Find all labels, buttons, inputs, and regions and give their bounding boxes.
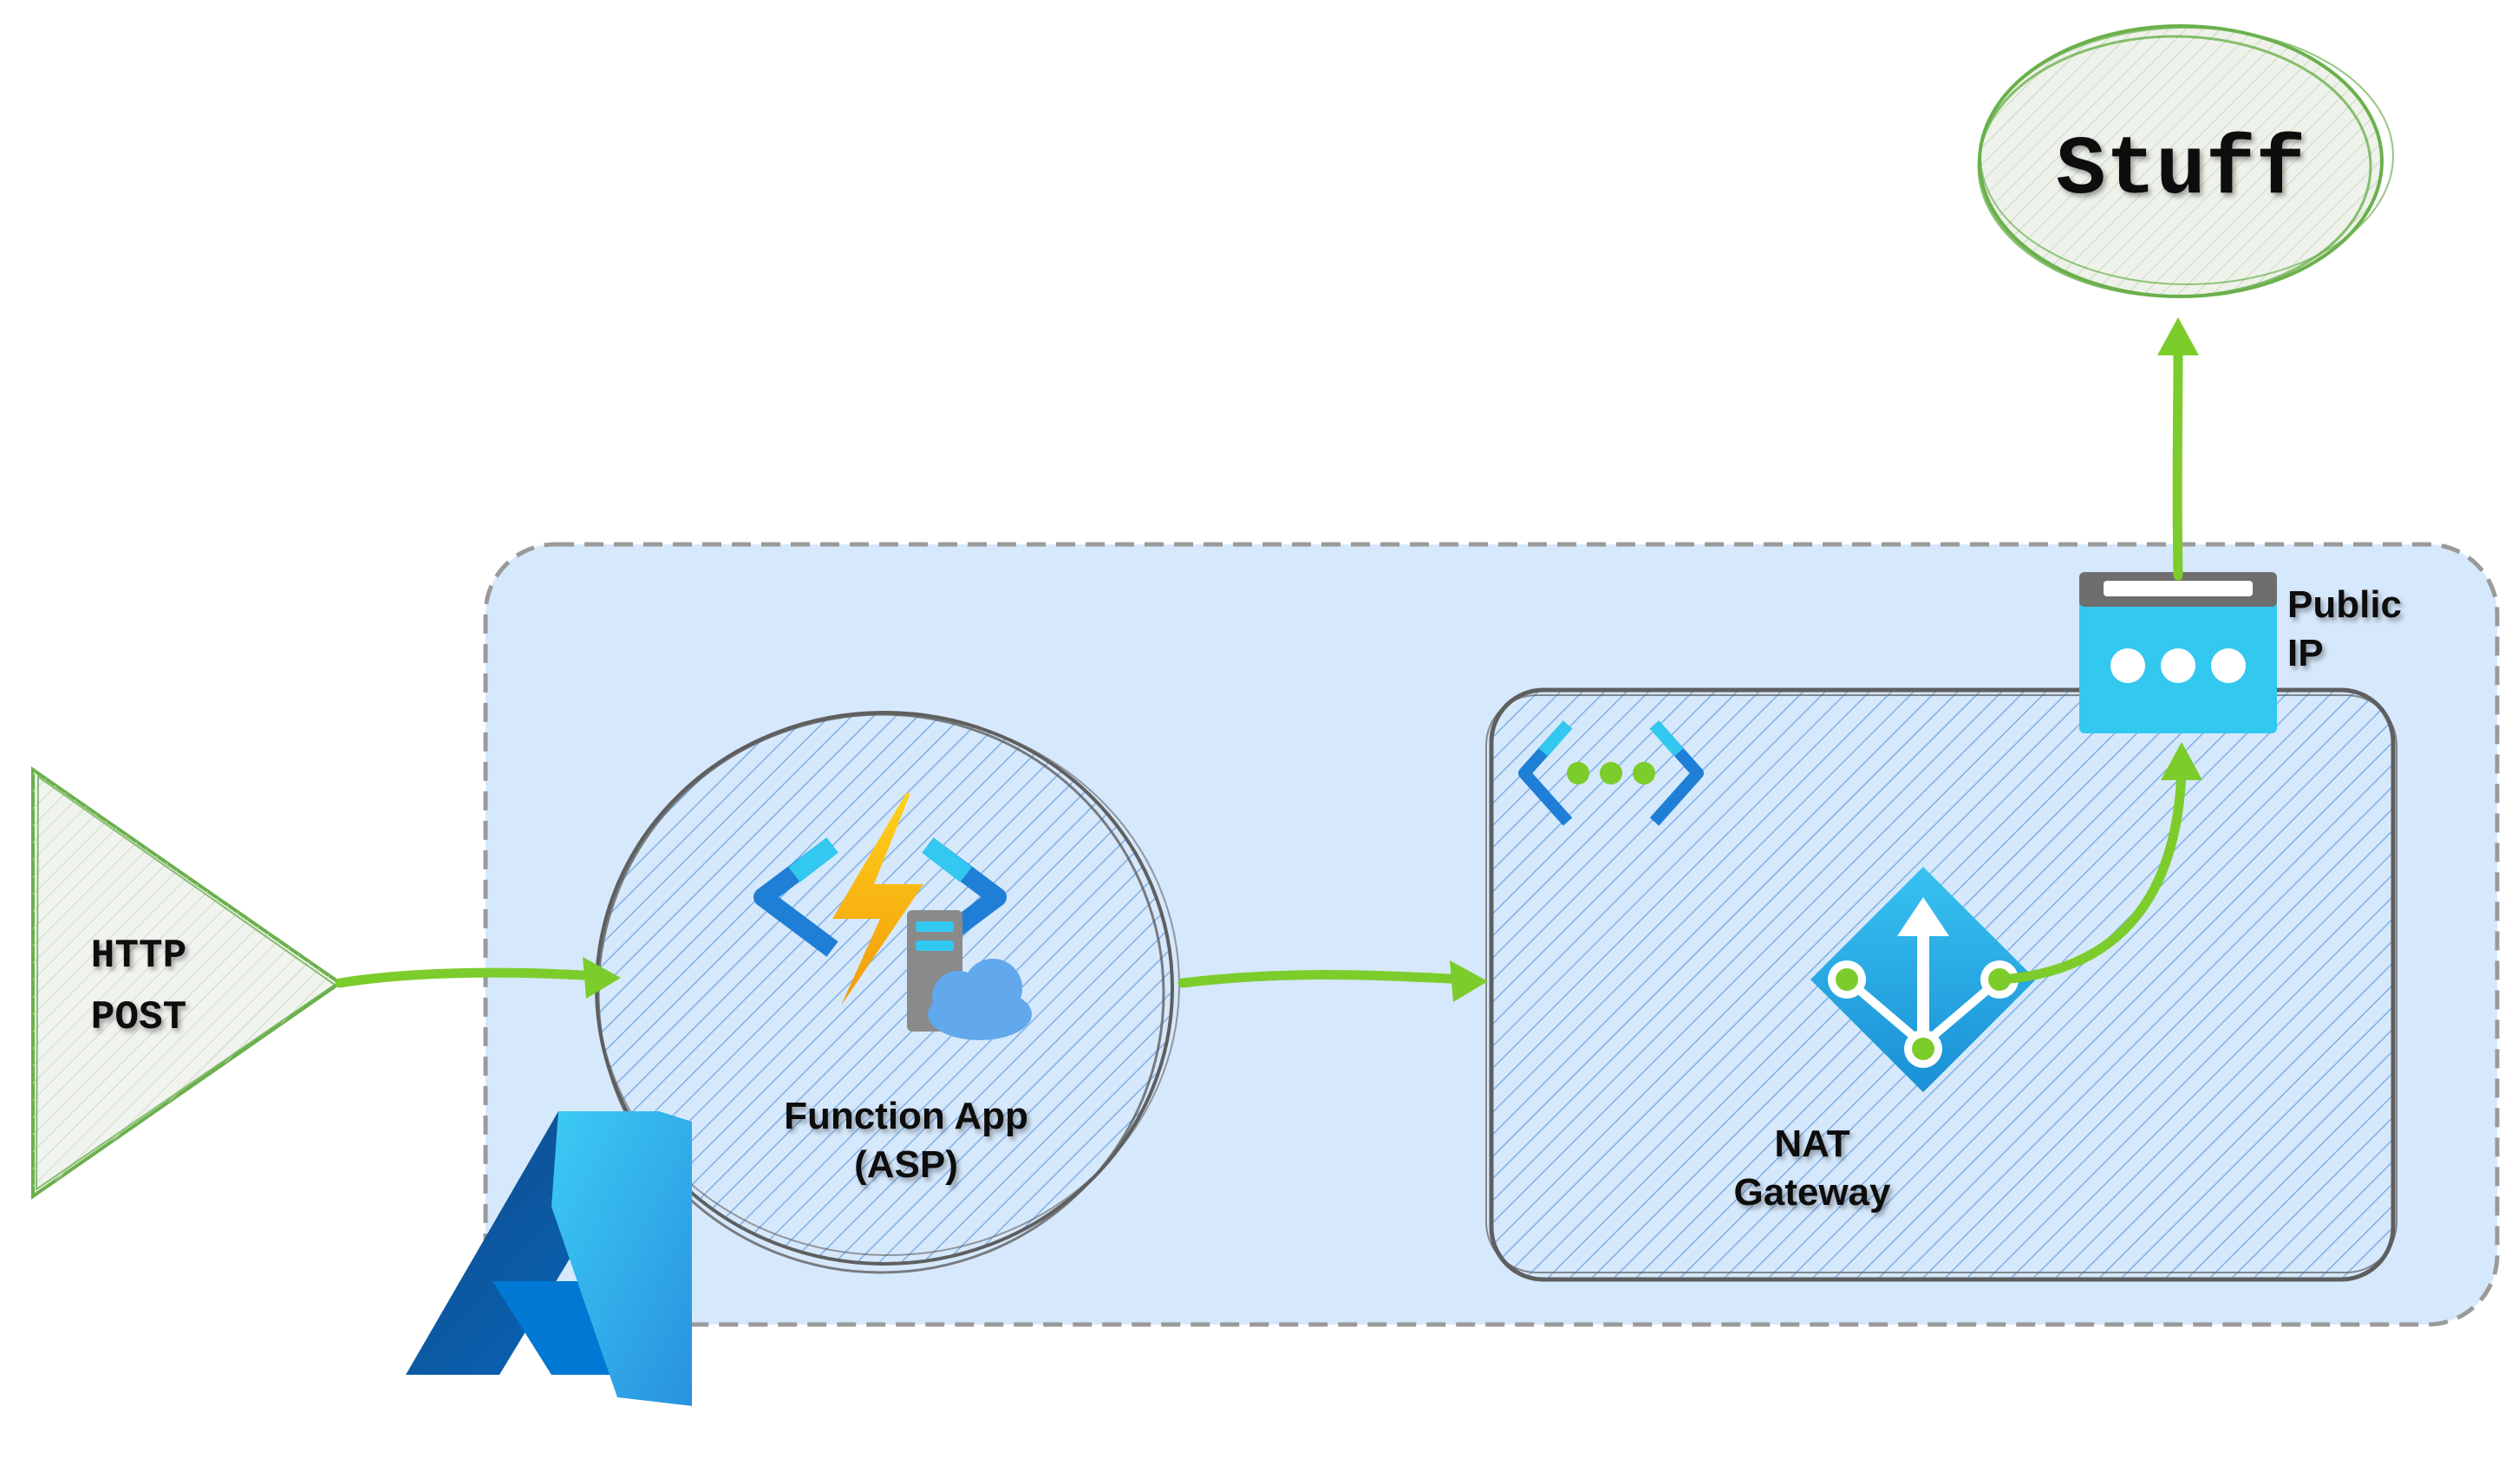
nat-gateway-label-line1: NAT xyxy=(1774,1123,1849,1165)
vnet-icon xyxy=(1518,720,1704,826)
nat-gateway-label-line2: Gateway xyxy=(1734,1171,1892,1214)
arrowhead-vnet xyxy=(1450,960,1488,1002)
nat-gateway-icon xyxy=(1810,867,2036,1092)
http-post-node: HTTP POST xyxy=(31,766,343,1200)
public-ip-icon xyxy=(2079,572,2277,733)
http-post-label-line2: POST xyxy=(91,995,186,1040)
http-post-label-line1: HTTP xyxy=(91,934,186,979)
connector-nat-to-publicip xyxy=(1996,766,2187,985)
stuff-node: Stuff xyxy=(1977,24,2394,298)
connector-publicip-to-stuff xyxy=(2172,342,2183,581)
function-app-node: Function App (ASP) xyxy=(595,711,1180,1274)
public-ip-label-line2: IP xyxy=(2287,632,2324,674)
vnet-box: NAT Gateway xyxy=(1485,687,2397,1282)
function-app-icon xyxy=(753,793,1032,1040)
azure-logo-icon xyxy=(406,1111,692,1406)
connector-http-to-function xyxy=(335,967,603,988)
connectors xyxy=(335,342,2187,988)
arrowheads xyxy=(583,317,2202,1002)
connector-function-to-vnet xyxy=(1177,970,1471,988)
arrowhead-stuff xyxy=(2157,317,2199,355)
function-app-label-line2: (ASP) xyxy=(854,1143,958,1186)
function-app-label-line1: Function App xyxy=(784,1095,1028,1137)
arrowhead-function xyxy=(583,957,621,999)
arrowhead-publicip xyxy=(2161,742,2202,780)
stuff-label: Stuff xyxy=(2056,123,2306,218)
public-ip-label-line1: Public xyxy=(2287,583,2402,626)
